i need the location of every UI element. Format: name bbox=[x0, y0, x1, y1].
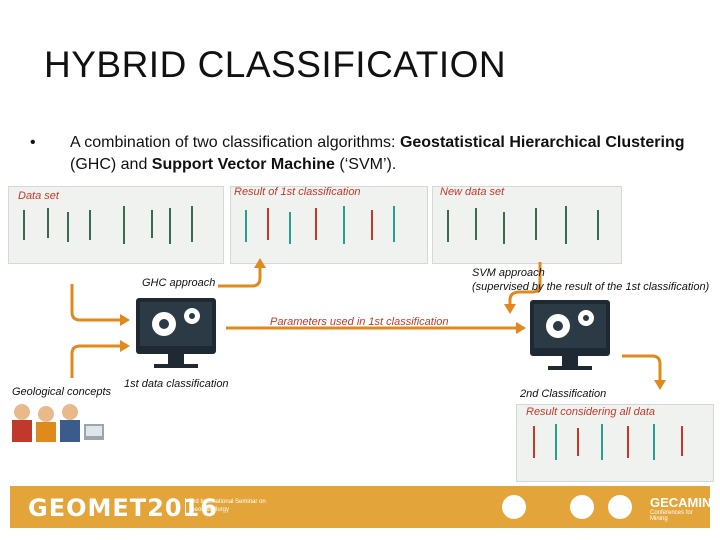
svm-monitor-icon bbox=[530, 300, 610, 370]
data-set-traces bbox=[23, 206, 193, 244]
bullet-svm: Support Vector Machine bbox=[151, 156, 335, 173]
new-data-label: New data set bbox=[440, 186, 505, 198]
first-result-traces bbox=[245, 206, 395, 244]
ghc-monitor-icon bbox=[136, 298, 216, 368]
arrow-heads bbox=[120, 258, 666, 390]
bullet-marker: • bbox=[30, 134, 36, 151]
svm-approach-label: SVM approach bbox=[472, 267, 545, 279]
geological-concepts-label: Geological concepts bbox=[12, 386, 112, 398]
bullet-text: • A combination of two classification al… bbox=[30, 132, 690, 176]
first-classification-label: 1st data classification bbox=[124, 378, 229, 390]
arrow-svm-to-final bbox=[622, 354, 662, 380]
geologists-icon bbox=[12, 404, 104, 442]
arrow-data-to-ghc bbox=[70, 284, 120, 322]
arrow-newdata-to-svm bbox=[508, 262, 542, 304]
gecamin-subtitle: Conferences for Mining bbox=[650, 510, 693, 522]
parameters-label: Parameters used in 1st classification bbox=[270, 316, 449, 328]
ghc-approach-label: GHC approach bbox=[142, 277, 216, 289]
geomet-subtitle: 3rd International Seminar on Geometallur… bbox=[185, 498, 280, 514]
new-data-panel bbox=[432, 186, 622, 264]
arrow-geo-to-ghc bbox=[70, 344, 120, 378]
footer-banner: GEOMET2016 3rd International Seminar on … bbox=[10, 486, 712, 528]
final-result-traces bbox=[533, 424, 683, 460]
second-classification-label: 2nd Classification bbox=[520, 388, 607, 400]
slide-title: HYBRID CLASSIFICATION bbox=[44, 44, 507, 85]
new-data-traces bbox=[447, 206, 599, 244]
flow-arrows bbox=[70, 262, 662, 380]
bullet-mid: (GHC) and bbox=[70, 156, 152, 173]
crest-icon bbox=[570, 495, 594, 519]
crest-icon-2 bbox=[608, 495, 632, 519]
university-seal-icon bbox=[502, 495, 526, 519]
bullet-prefix: A combination of two classification algo… bbox=[70, 134, 400, 151]
svm-supervised-label: (supervised by the result of the 1st cla… bbox=[472, 281, 710, 293]
first-result-label: Result of 1st classification bbox=[234, 186, 361, 198]
gecamin-logo: GECAMIN bbox=[650, 495, 712, 510]
result-all-data-label: Result considering all data bbox=[526, 406, 656, 418]
bullet-ghc: Geostatistical Hierarchical Clustering bbox=[399, 134, 685, 151]
data-set-label: Data set bbox=[18, 190, 59, 202]
arrow-ghc-to-result bbox=[218, 268, 262, 288]
bullet-suffix: (‘SVM’). bbox=[334, 156, 397, 173]
data-set-panel bbox=[8, 186, 224, 264]
